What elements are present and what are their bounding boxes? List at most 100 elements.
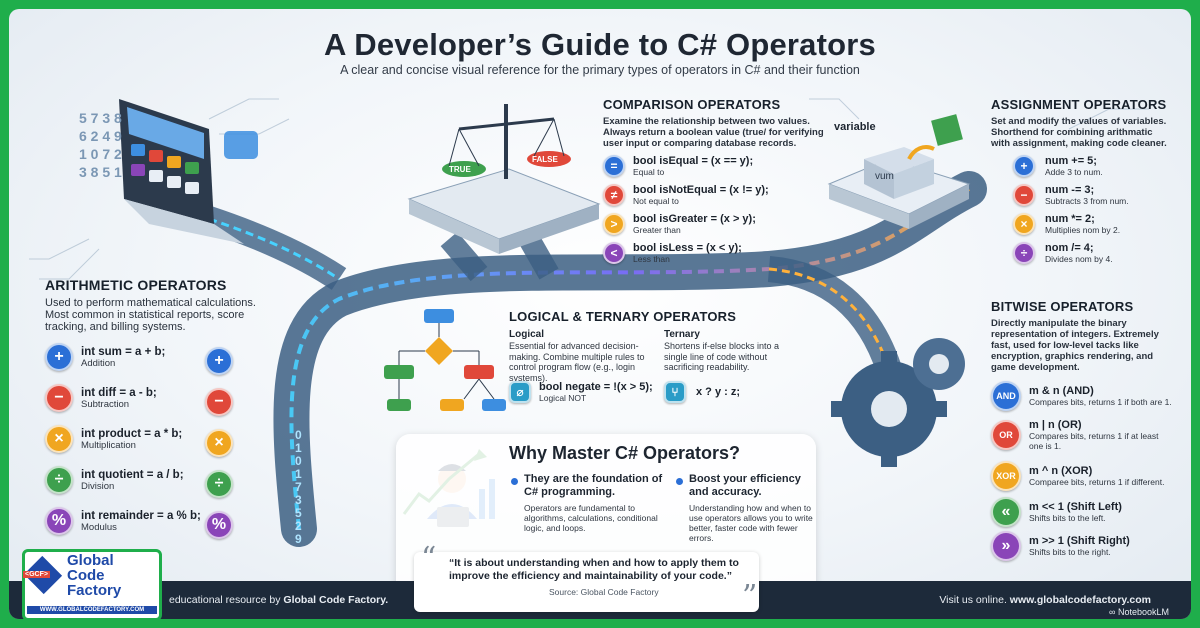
caption-subtract: Subtracts 3 from num. [1045,196,1129,206]
footer-url-link[interactable]: www.globalcodefactory.com [1009,594,1151,606]
page-title: A Developer’s Guide to C# Operators [324,27,876,62]
why-point2-desc: Understanding how and when to use operat… [689,503,813,543]
page-subtitle: A clear and concise visual reference for… [340,63,860,77]
arithmetic-item-multiplication: × int product = a * b; Multiplication [45,425,182,453]
multiply-icon: × [45,425,73,453]
logical-description: Essential for advanced decision-making. … [509,341,645,383]
infographic: A Developer’s Guide to C# Operators A cl… [9,9,1191,619]
assignment-item-divide: ÷ nom /= 4; Divides nom by 4. [1013,242,1113,264]
caption-addition: Addition [81,357,116,369]
caption-shift-left: Shifts bits to the left. [1029,513,1106,523]
box-label: vum [875,171,894,182]
caption-add: Adde 3 to num. [1045,167,1103,177]
bitwise-item-and: AND m & n (AND) Compares bits, returns 1… [991,381,1172,411]
variable-label: variable [834,121,876,133]
arithmetic-heading: ARITHMETIC OPERATORS [45,277,227,293]
road-illustration [29,98,1149,547]
road-digits: 0 1 0 1 7 3 5 2 9 [295,428,302,546]
ternary-item: ⑂ x ? y : z; [664,381,740,403]
logo-line2: Code [67,567,105,584]
minus-icon: − [1013,184,1035,206]
caption-xor: Comparee bits, returns 1 if different. [1029,477,1165,487]
caption-equal: Equal to [633,167,665,177]
quote-card [414,552,759,612]
arithmetic-item-division: ÷ int quotient = a / b; Division [45,466,184,494]
bullet-icon [676,478,683,485]
code-xor: m ^ n (XOR) [1029,465,1093,477]
code-shift-left: m << 1 (Shift Left) [1029,501,1122,513]
bitwise-item-shift-left: « m << 1 (Shift Left) Shifts bits to the… [991,497,1122,527]
open-quote-icon: “ [421,541,437,576]
ternary-title: Ternary [664,329,700,340]
code-or: m | n (OR) [1029,419,1082,431]
comparison-item-greater: > bool isGreater = (x > y); Greater than [603,213,756,235]
code-and: m & n (AND) [1029,385,1094,397]
greater-than-icon: > [603,213,625,235]
percent-icon: % [205,511,233,539]
logical-heading: LOGICAL & TERNARY OPERATORS [509,309,737,324]
bitwise-description: Directly manipulate the binary represent… [991,318,1159,373]
assignment-heading: ASSIGNMENT OPERATORS [991,97,1167,112]
bullet-icon [511,478,518,485]
negate-icon: ⌀ [509,381,531,403]
code-remainder: int remainder = a % b; [81,509,201,522]
arithmetic-item-subtraction: − int diff = a - b; Subtraction [45,384,157,412]
and-badge: AND [991,381,1021,411]
arithmetic-item-modulus: % int remainder = a % b; Modulus [45,507,201,535]
code-negate: bool negate = !(x > 5); [539,381,653,393]
notebooklm-label: ∞ NotebookLM [1109,607,1169,617]
divide-icon: ÷ [205,470,233,498]
assignment-item-subtract: − num -= 3; Subtracts 3 from num. [1013,184,1129,206]
branch-icon: ⑂ [664,381,686,403]
code-is-greater: bool isGreater = (x > y); [633,213,756,225]
notebooklm-icon: ∞ [1109,607,1118,617]
caption-logical-not: Logical NOT [539,393,587,403]
not-equal-icon: ≠ [603,184,625,206]
or-badge: OR [991,420,1021,450]
logical-not-item: ⌀ bool negate = !(x > 5); Logical NOT [509,381,653,403]
minus-icon: − [205,388,233,416]
divide-icon: ÷ [1013,242,1035,264]
assignment-item-add: + num += 5; Adde 3 to num. [1013,155,1103,177]
global-code-factory-logo[interactable]: <GCF> Global Code Factory WWW.GLOBALCODE… [22,549,162,619]
code-num-subtract: num -= 3; [1045,184,1095,196]
logo-line3: Factory [67,582,122,599]
close-quote-icon: ” [742,579,758,614]
less-than-icon: < [603,242,625,264]
code-diff: int diff = a - b; [81,386,157,399]
scale-true-label: TRUE [449,165,471,174]
why-heading: Why Master C# Operators? [509,443,741,463]
ternary-description: Shortens if-else blocks into a single li… [664,341,780,372]
caption-and: Compares bits, returns 1 if both are 1. [1029,397,1172,407]
gear-icon [831,338,965,467]
code-quotient: int quotient = a / b; [81,468,184,481]
comparison-item-not-equal: ≠ bool isNotEqual = (x != y); Not equal … [603,184,769,206]
percent-icon: % [45,507,73,535]
code-shift-right: m >> 1 (Shift Right) [1029,535,1130,547]
why-point1-desc: Operators are fundamental to algorithms,… [524,503,658,533]
caption-division: Division [81,480,115,492]
scale-false-label: FALSE [532,155,558,164]
caption-not-equal: Not equal to [633,196,679,206]
caption-multiplication: Multiplication [81,439,136,451]
footer-left-prefix: educational resource by [169,594,284,606]
notebooklm-text: NotebookLM [1117,607,1169,617]
caption-multiply: Multiplies nom by 2. [1045,225,1121,235]
calculator-digits: 5 7 3 8 6 2 4 9 1 0 7 2 3 8 5 1 [79,110,122,180]
comparison-heading: COMPARISON OPERATORS [603,97,781,112]
code-is-less: bool isLess = (x < y); [633,242,742,254]
plus-icon: + [1013,155,1035,177]
why-point1-title: They are the foundation of C# programmin… [524,473,663,498]
shift-right-icon: » [991,531,1021,561]
comparison-item-equal: = bool isEqual = (x == y); Equal to [603,155,753,177]
quote-source: Source: Global Code Factory [549,587,659,597]
arithmetic-item-addition: + int sum = a + b; Addition [45,343,165,371]
code-is-not-equal: bool isNotEqual = (x != y); [633,184,769,196]
bitwise-item-or: OR m | n (OR) Compares bits, returns 1 i… [991,419,1169,451]
code-num-divide: nom /= 4; [1045,242,1094,254]
calculator-icon [119,99,258,244]
shift-left-icon: « [991,497,1021,527]
caption-shift-right: Shifts bits to the right. [1029,547,1111,557]
caption-less: Less than [633,254,670,264]
logical-title: Logical [509,329,545,340]
